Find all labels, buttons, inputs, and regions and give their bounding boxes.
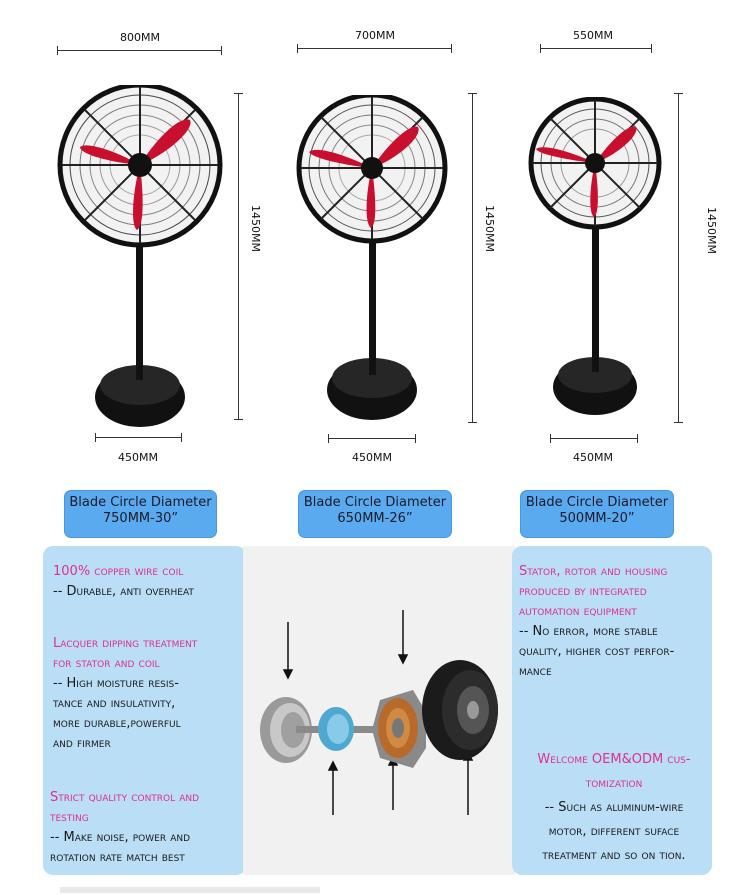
- feature-right-1-line-1: -- No error, more stable: [519, 624, 658, 639]
- base-dimension-1: [95, 433, 182, 442]
- feature-right-1-title-3: automation equipment: [519, 604, 637, 619]
- height-label-1: 1450MM: [249, 205, 262, 252]
- feature-left-2-line-2: tance and insulativity,: [53, 696, 176, 711]
- feature-right-1-line-3: mance: [519, 664, 552, 679]
- motor-exploded-image: [260, 610, 498, 815]
- base-label-1: 450MM: [118, 451, 158, 464]
- feature-left-1: 100% copper wire coil -- Durable, anti o…: [53, 562, 243, 602]
- feature-right-2-line-1: -- Such as aluminum-wire: [544, 800, 684, 815]
- base-dimension-3: [550, 434, 638, 443]
- height-dimension-1: [234, 93, 243, 420]
- feature-left-2: Lacquer dipping treatment for stator and…: [53, 634, 243, 754]
- feature-left-2-title-1: Lacquer dipping treatment: [53, 636, 198, 651]
- width-label-1: 800MM: [120, 31, 160, 44]
- feature-left-2-line-1: -- High moisture resis-: [53, 676, 179, 691]
- base-label-3: 450MM: [573, 451, 613, 464]
- base-label-2: 450MM: [352, 451, 392, 464]
- spec-box-1: Blade Circle Diameter 750MM-30”: [65, 491, 216, 537]
- width-dimension-3: [540, 44, 652, 53]
- feature-right-1-title-2: produced by integrated: [519, 584, 647, 599]
- spec-box-3: Blade Circle Diameter 500MM-20”: [521, 491, 673, 537]
- feature-right-2: Welcome OEM&ODM cus- tomization -- Such …: [517, 748, 711, 868]
- feature-left-3-line-1: -- Make noise, power and: [50, 830, 191, 845]
- spec-title-3: Blade Circle Diameter: [525, 495, 669, 510]
- feature-right-2-title-2: tomization: [585, 776, 643, 791]
- fan-image-700: [296, 95, 448, 420]
- fan-image-550: [528, 97, 662, 415]
- feature-right-2-line-3: treatment and so on tion.: [542, 848, 686, 863]
- width-label-2: 700MM: [355, 29, 395, 42]
- feature-right-2-line-2: motor, different suface: [548, 824, 680, 839]
- feature-left-3-title-1: Strict quality control and: [50, 790, 200, 805]
- feature-left-2-line-3: more durable,powerful: [53, 716, 181, 731]
- height-label-3: 1450MM: [705, 207, 718, 254]
- spec-title-1: Blade Circle Diameter: [69, 495, 212, 510]
- height-dimension-2: [468, 93, 477, 423]
- feature-right-1-line-2: quality, higher cost perfor-: [519, 644, 675, 659]
- feature-left-3: Strict quality control and testing -- Ma…: [50, 788, 243, 868]
- bottom-cropped-strip: [60, 887, 320, 893]
- base-dimension-2: [328, 434, 416, 443]
- feature-left-1-title: 100% copper wire coil: [53, 564, 184, 579]
- width-label-3: 550MM: [573, 29, 613, 42]
- spec-value-3: 500MM-20”: [559, 511, 635, 526]
- spec-title-2: Blade Circle Diameter: [303, 495, 447, 510]
- feature-panel-left: [43, 546, 246, 875]
- fan-image-800: [57, 85, 223, 427]
- width-dimension-1: [57, 46, 222, 55]
- feature-right-1: Stator, rotor and housing produced by in…: [519, 562, 709, 682]
- feature-panel-right: [512, 546, 712, 875]
- feature-left-2-title-2: for stator and coil: [53, 656, 160, 671]
- feature-left-2-line-4: and firmer: [53, 736, 111, 751]
- feature-right-1-title-1: Stator, rotor and housing: [519, 564, 668, 579]
- feature-left-3-title-2: testing: [50, 810, 89, 825]
- height-dimension-3: [674, 93, 683, 423]
- spec-value-2: 650MM-26”: [337, 511, 413, 526]
- height-label-2: 1450MM: [483, 205, 496, 252]
- feature-left-3-line-2: rotation rate match best: [50, 850, 185, 865]
- spec-value-1: 750MM-30”: [102, 511, 179, 526]
- feature-right-2-title-1: Welcome OEM&ODM cus-: [537, 752, 691, 767]
- width-dimension-2: [297, 44, 452, 53]
- feature-left-1-line-1: -- Durable, anti overheat: [53, 584, 194, 599]
- spec-box-2: Blade Circle Diameter 650MM-26”: [299, 491, 451, 537]
